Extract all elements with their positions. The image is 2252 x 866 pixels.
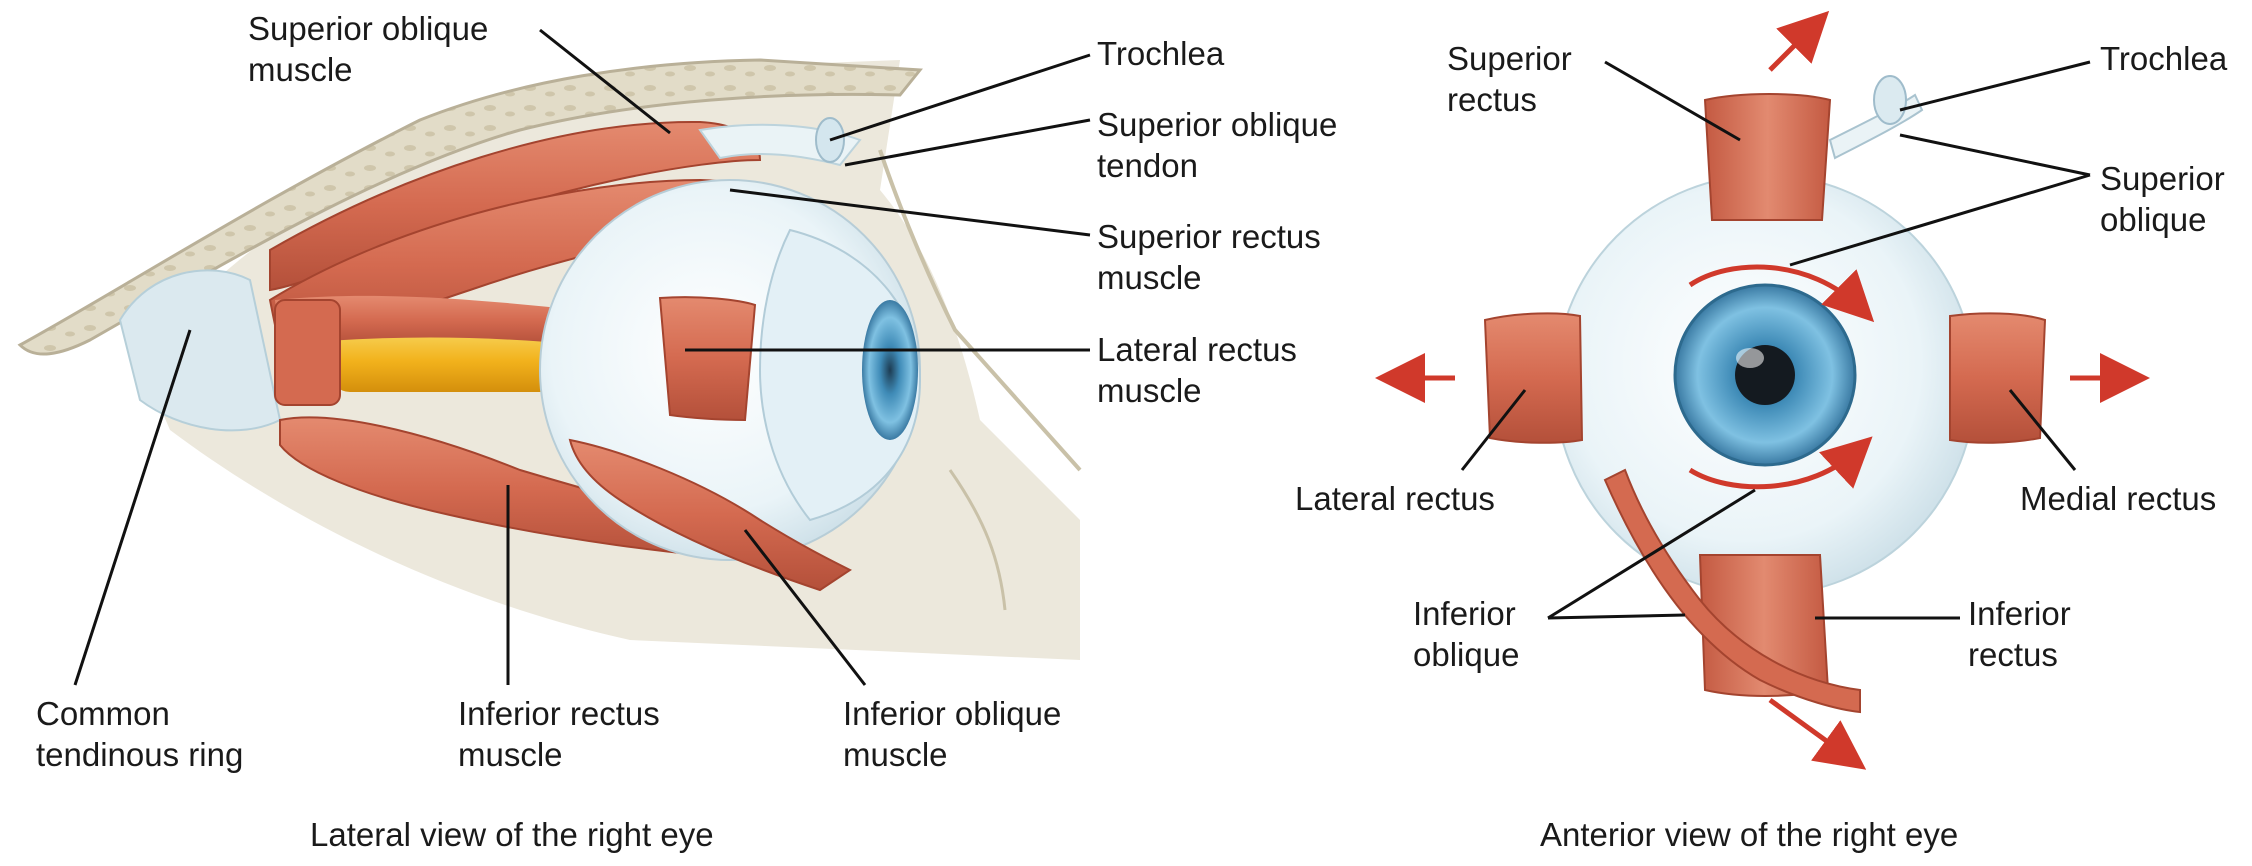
orbit-rim [878,149,1082,472]
anterior-view [1375,10,2150,770]
leader-inferior-oblique-muscle [743,529,867,686]
iris-highlight [1736,348,1764,368]
arrow-down [1768,697,1867,770]
label-medial-rectus: Medial rectus [2020,480,2217,517]
lateral-leader-lines [73,28,1091,686]
iris-lateral [862,300,918,440]
label-superior-oblique-tendon: Superior oblique tendon [1097,106,1338,184]
inferior-oblique-muscle-shape [568,438,852,592]
rotation-arrow-bottom [1688,436,1873,490]
leader-trochlea-lateral [829,53,1091,142]
label-inferior-rectus-muscle: Inferior rectus muscle [458,695,660,773]
label-superior-oblique: Superior oblique [2100,160,2225,238]
label-superior-rectus: Superior rectus [1447,40,1572,118]
label-superior-oblique-muscle: Superior oblique muscle [248,10,489,88]
leader-superior-oblique-muscle [539,28,671,135]
orbit-fissure [948,469,1007,611]
medial-rectus-shape [1949,312,2047,444]
leader-lateral-rectus [1460,389,1527,471]
label-trochlea-lateral: Trochlea [1097,35,1225,72]
leader-trochlea-anterior [1899,60,2091,112]
optic-nerve [330,330,560,392]
lateral-rectus-insertion [658,296,757,422]
caption-anterior-view: Anterior view of the right eye [1540,816,1959,853]
lateral-rectus-stump [274,299,341,406]
trochlea-anterior [1873,75,1907,125]
leader-superior-oblique-a [1899,133,2091,177]
label-lateral-rectus: Lateral rectus [1295,480,1495,517]
leader-superior-oblique-b [1789,173,2091,267]
leader-inferior-oblique-a [1547,488,1756,620]
arrow-up [1768,10,1830,72]
leader-medial-rectus [2008,389,2077,471]
label-common-tendinous-ring: Common tendinous ring [36,695,244,773]
label-trochlea-anterior: Trochlea [2100,40,2228,77]
label-inferior-oblique-muscle: Inferior oblique muscle [843,695,1062,773]
superior-rectus-shape [1703,93,1832,221]
leader-superior-rectus-muscle [729,188,1091,237]
inferior-oblique-shape [1603,468,1861,714]
anterior-leader-lines [1460,60,2091,620]
leader-inferior-oblique-b [1547,613,1686,620]
label-inferior-rectus: Inferior rectus [1968,595,2071,673]
label-lateral-rectus-muscle: Lateral rectus muscle [1097,331,1297,409]
leader-common-tendinous-ring [73,329,192,686]
label-superior-rectus-muscle: Superior rectus muscle [1097,218,1321,296]
caption-lateral-view: Lateral view of the right eye [310,816,714,853]
leader-superior-oblique-tendon [844,118,1091,167]
lateral-view [17,28,1091,686]
label-inferior-oblique: Inferior oblique [1413,595,1520,673]
leader-superior-rectus [1604,60,1741,142]
lateral-rectus-belly [275,295,580,345]
rotation-arrow-top [1688,264,1875,323]
